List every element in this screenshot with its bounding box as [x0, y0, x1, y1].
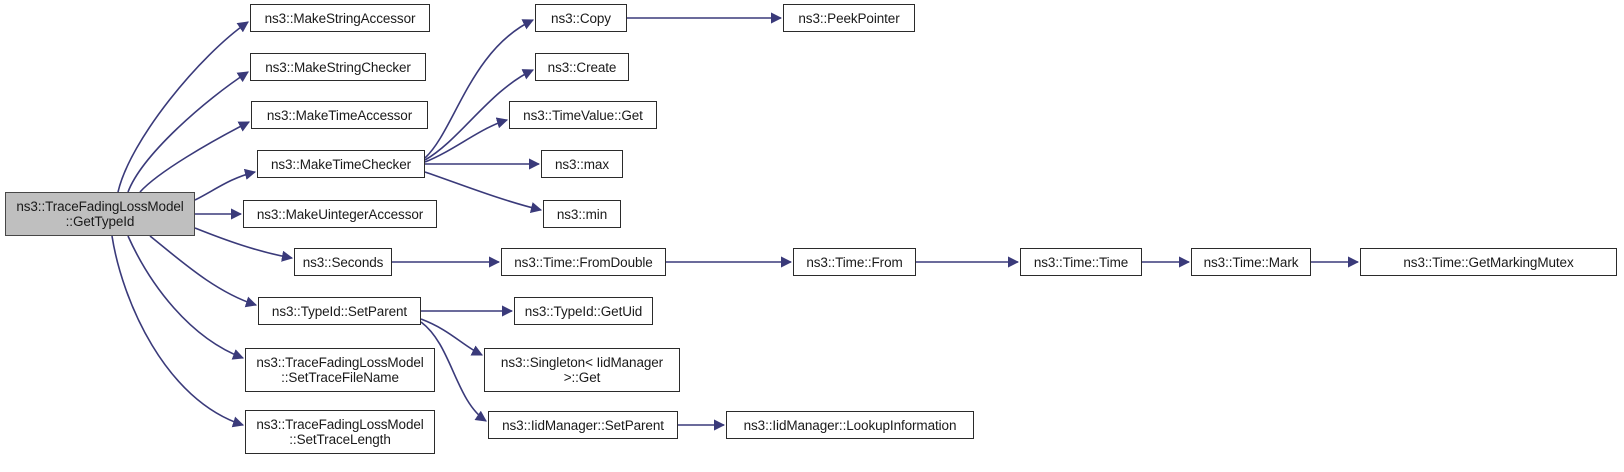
graph-node-setTraceFileName[interactable]: ns3::TraceFadingLossModel ::SetTraceFile…: [245, 348, 435, 392]
edge-root-to-makeTimeAccessor: [139, 121, 250, 193]
edge-root-to-setTraceFileName: [127, 235, 245, 360]
graph-node-seconds[interactable]: ns3::Seconds: [294, 248, 392, 276]
edge-makeTimeChecker-to-timeValueGet: [424, 117, 509, 163]
graph-node-getMarkingMutex[interactable]: ns3::Time::GetMarkingMutex: [1360, 248, 1617, 276]
graph-node-min[interactable]: ns3::min: [543, 200, 621, 228]
graph-node-timeFromDouble[interactable]: ns3::Time::FromDouble: [501, 248, 666, 276]
edge-root-to-typeIdSetParent: [149, 235, 258, 308]
graph-node-singletonIid[interactable]: ns3::Singleton< IidManager >::Get: [484, 348, 680, 392]
graph-node-makeTimeChecker[interactable]: ns3::MakeTimeChecker: [257, 150, 425, 178]
graph-node-makeStringChecker[interactable]: ns3::MakeStringChecker: [250, 53, 426, 81]
edge-makeTimeChecker-to-min: [424, 171, 543, 214]
edge-root-to-setTraceLength: [111, 235, 245, 428]
edge-root-to-makeTimeChecker: [194, 168, 257, 201]
graph-node-setTraceLength[interactable]: ns3::TraceFadingLossModel ::SetTraceLeng…: [245, 410, 435, 454]
graph-node-typeIdSetParent[interactable]: ns3::TypeId::SetParent: [258, 297, 421, 325]
graph-node-iidLookupInfo[interactable]: ns3::IidManager::LookupInformation: [726, 411, 974, 439]
graph-node-makeTimeAccessor[interactable]: ns3::MakeTimeAccessor: [251, 101, 428, 129]
graph-node-timeFrom[interactable]: ns3::Time::From: [793, 248, 916, 276]
graph-node-typeIdGetUid[interactable]: ns3::TypeId::GetUid: [514, 297, 653, 325]
graph-node-create[interactable]: ns3::Create: [535, 53, 629, 81]
graph-node-timeMark[interactable]: ns3::Time::Mark: [1191, 248, 1311, 276]
edge-root-to-makeStringAccessor: [117, 21, 249, 193]
graph-node-root[interactable]: ns3::TraceFadingLossModel ::GetTypeId: [5, 192, 195, 236]
graph-node-makeStringAccessor[interactable]: ns3::MakeStringAccessor: [250, 4, 430, 32]
graph-node-makeUintegerAcc[interactable]: ns3::MakeUintegerAccessor: [243, 200, 437, 228]
edge-root-to-seconds: [194, 227, 294, 262]
graph-node-copy[interactable]: ns3::Copy: [535, 4, 627, 32]
graph-node-iidSetParent[interactable]: ns3::IidManager::SetParent: [488, 411, 678, 439]
edge-makeTimeChecker-to-copy: [424, 19, 535, 159]
graph-node-timeValueGet[interactable]: ns3::TimeValue::Get: [509, 101, 657, 129]
graph-node-max[interactable]: ns3::max: [541, 150, 623, 178]
edge-root-to-makeStringChecker: [127, 71, 249, 193]
graph-node-timeTime[interactable]: ns3::Time::Time: [1020, 248, 1142, 276]
graph-node-peekPointer[interactable]: ns3::PeekPointer: [783, 4, 915, 32]
